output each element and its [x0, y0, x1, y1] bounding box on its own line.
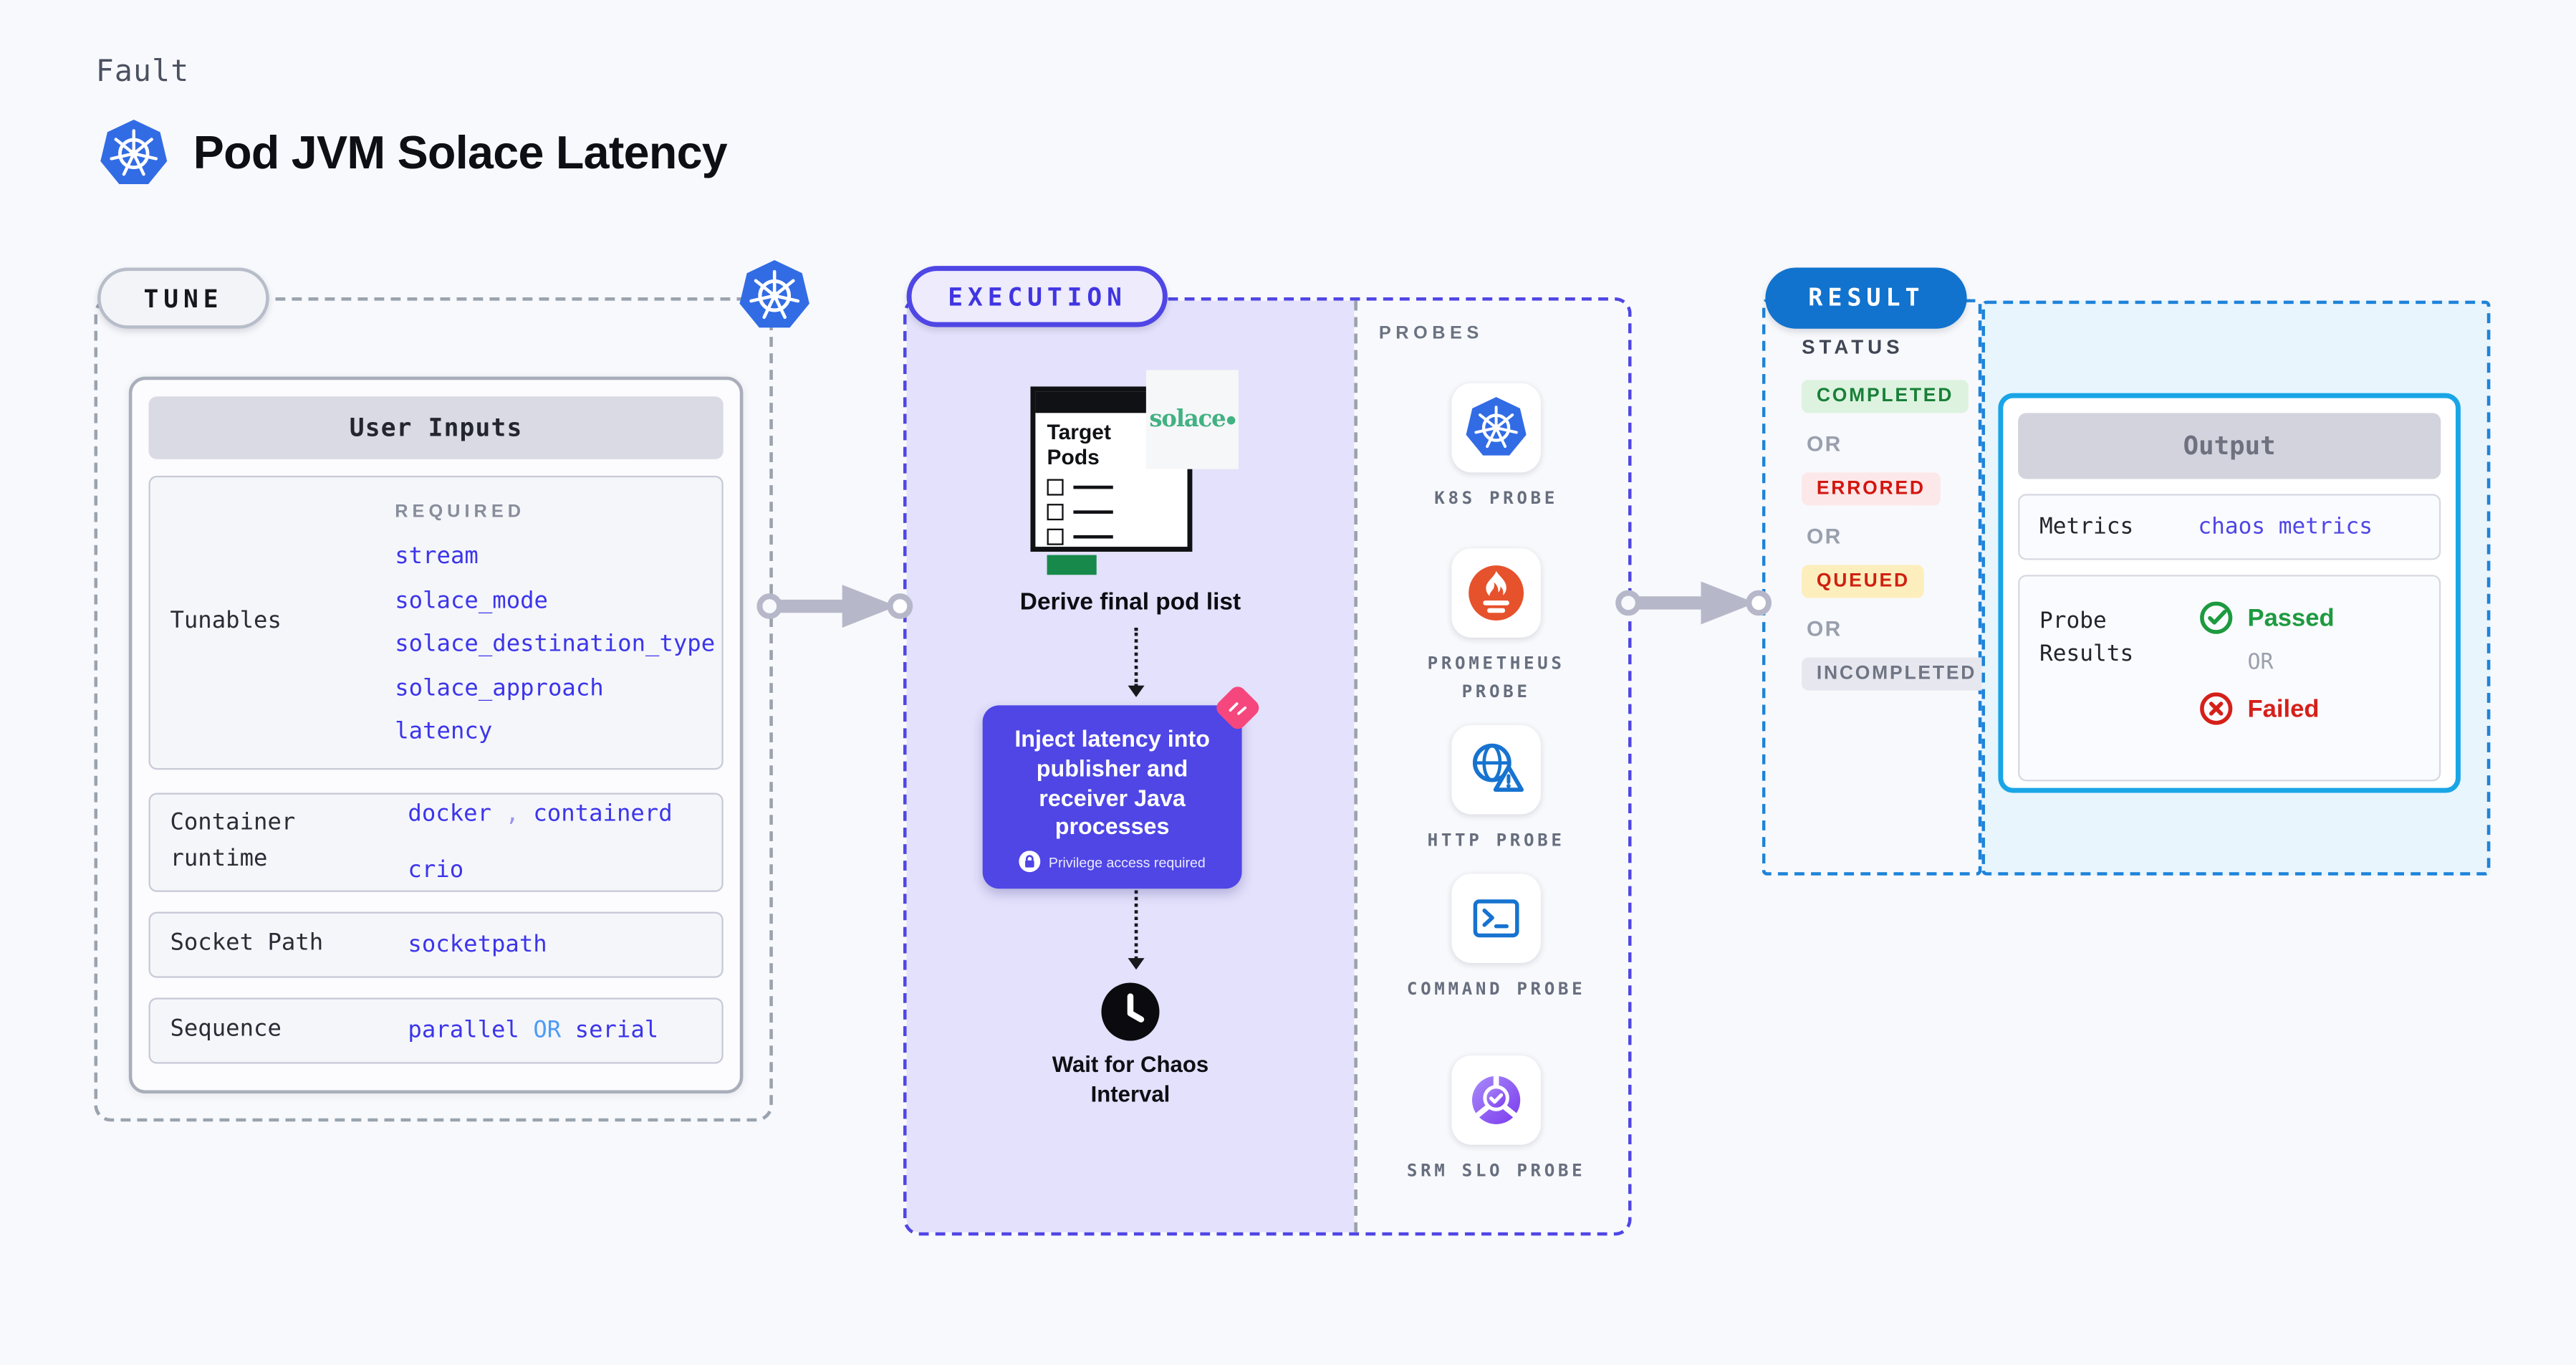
- metrics-value: chaos metrics: [2198, 513, 2373, 540]
- or-label: OR: [1806, 431, 1842, 456]
- lock-icon: [1019, 851, 1041, 873]
- probe-icon-card: [1451, 383, 1541, 473]
- kubernetes-icon: [1465, 396, 1528, 459]
- checkbox-icon: [1047, 478, 1064, 495]
- tunable-value: solace_mode: [395, 587, 548, 614]
- tune-section-box: [94, 297, 773, 1122]
- checkbox-row: [1047, 527, 1176, 545]
- tunables-row: Tunables REQUIRED stream solace_mode sol…: [148, 475, 724, 770]
- tunable-value: latency: [395, 718, 493, 745]
- result-section-badge: RESULT: [1765, 267, 1968, 329]
- user-inputs-card: User Inputs Tunables REQUIRED stream sol…: [128, 376, 744, 1094]
- sequence-value: parallel OR serial: [408, 1017, 659, 1044]
- status-title: STATUS: [1802, 335, 1904, 359]
- probe-item-prometheus: PROMETHEUS PROBE: [1357, 548, 1628, 706]
- execution-section-box: Target Pods solace Derive final pod list…: [903, 297, 1632, 1236]
- status-badge-queued: QUEUED: [1802, 565, 1925, 598]
- derive-pod-list-label: Derive final pod list: [1019, 589, 1241, 616]
- socket-path-label: Socket Path: [170, 930, 324, 957]
- execution-section-badge: EXECUTION: [906, 266, 1168, 327]
- probe-item-command: COMMAND PROBE: [1357, 873, 1628, 1005]
- probe-results-label: Probe Results: [2039, 608, 2134, 668]
- container-runtime-row: Container runtime docker , containerd cr…: [148, 792, 724, 892]
- socket-path-value: socketpath: [408, 931, 547, 958]
- slo-pie-check-icon: [1471, 1072, 1521, 1124]
- checkbox-icon: [1047, 527, 1064, 545]
- checkbox-row: [1047, 503, 1176, 520]
- tunable-value: solace_approach: [395, 674, 604, 701]
- checkbox-icon: [1047, 503, 1064, 520]
- inject-latency-step: Inject latency into publisher and receiv…: [982, 705, 1242, 889]
- flow-arrow: [1615, 578, 1772, 628]
- privilege-note: Privilege access required: [997, 851, 1226, 873]
- output-title: Output: [2018, 413, 2441, 479]
- probe-label: HTTP PROBE: [1427, 830, 1565, 851]
- result-status-box: STATUS COMPLETED OR ERRORED OR QUEUED OR…: [1762, 299, 1991, 876]
- kubernetes-icon: [99, 119, 168, 188]
- probe-label: K8S PROBE: [1434, 489, 1558, 509]
- wait-chaos-interval-label: Wait for Chaos Interval: [1052, 1052, 1209, 1108]
- confirm-button-graphic: [1047, 554, 1097, 575]
- container-runtime-label: Container runtime: [170, 810, 296, 873]
- tunables-label: Tunables: [170, 608, 282, 635]
- x-circle-icon: [2200, 692, 2233, 725]
- probe-label: COMMAND PROBE: [1406, 980, 1586, 1000]
- globe-alert-icon: [1472, 743, 1524, 792]
- probe-icon-card: [1451, 873, 1541, 963]
- sequence-row: Sequence parallel OR serial: [148, 997, 724, 1064]
- passed-label: Passed: [2247, 603, 2335, 632]
- clock-icon: [1100, 981, 1160, 1042]
- solace-logo: solace: [1145, 370, 1239, 469]
- probe-label: SRM SLO PROBE: [1406, 1161, 1586, 1182]
- probe-item-http: HTTP PROBE: [1357, 725, 1628, 856]
- check-circle-icon: [2200, 601, 2233, 634]
- probe-item-srm-slo: SRM SLO PROBE: [1357, 1055, 1628, 1186]
- tunable-value: stream: [395, 543, 479, 570]
- kubernetes-icon: [738, 259, 810, 332]
- probe-item-k8s: K8S PROBE: [1357, 383, 1628, 514]
- flow-arrow: [756, 581, 913, 631]
- or-label: OR: [1806, 616, 1842, 641]
- or-label: OR: [1806, 523, 1842, 549]
- socket-path-row: Socket Path socketpath: [148, 911, 724, 978]
- inject-latency-label: Inject latency into publisher and receiv…: [1014, 725, 1210, 840]
- status-badge-completed: COMPLETED: [1802, 380, 1969, 413]
- probe-icon-card: [1451, 725, 1541, 815]
- tune-section-badge: TUNE: [97, 267, 270, 329]
- status-badge-incompleted: INCOMPLETED: [1802, 657, 1991, 691]
- down-arrow: [1128, 628, 1145, 697]
- metrics-label: Metrics: [2039, 513, 2134, 540]
- probe-icon-card: [1451, 1055, 1541, 1145]
- probe-label: PROMETHEUS PROBE: [1427, 653, 1565, 702]
- tunable-value: solace_destination_type: [395, 631, 716, 658]
- output-card: Output Metrics chaos metrics Probe Resul…: [1998, 393, 2461, 793]
- user-inputs-title: User Inputs: [148, 396, 724, 459]
- status-badge-errored: ERRORED: [1802, 472, 1941, 506]
- page-header: Pod JVM Solace Latency: [99, 119, 728, 188]
- sequence-label: Sequence: [170, 1016, 282, 1043]
- container-runtime-value: crio: [408, 856, 464, 883]
- down-arrow: [1128, 890, 1145, 970]
- chaos-pinwheel-icon: [1213, 683, 1263, 733]
- fault-eyebrow-label: Fault: [95, 54, 190, 90]
- execution-flow-panel: Target Pods solace Derive final pod list…: [906, 300, 1355, 1232]
- prometheus-icon: [1469, 565, 1524, 621]
- terminal-icon: [1473, 899, 1519, 938]
- target-pods-window: Target Pods: [1030, 386, 1193, 575]
- or-label: OR: [2247, 651, 2274, 676]
- container-runtime-values: docker , containerd: [408, 801, 673, 828]
- probes-panel: PROBES K8S PROBE PROMETHEUS PROBE: [1354, 300, 1629, 1232]
- page-title: Pod JVM Solace Latency: [193, 127, 728, 178]
- probes-title: PROBES: [1378, 323, 1484, 344]
- checkbox-row: [1047, 478, 1176, 495]
- metrics-row: Metrics chaos metrics: [2018, 494, 2441, 560]
- required-tag: REQUIRED: [395, 502, 526, 522]
- probe-icon-card: [1451, 548, 1541, 638]
- failed-label: Failed: [2247, 694, 2320, 723]
- solace-dot: [1226, 415, 1236, 424]
- probe-results-row: Probe Results Passed OR Failed: [2018, 575, 2441, 782]
- target-pods-label: Target Pods: [1047, 419, 1111, 470]
